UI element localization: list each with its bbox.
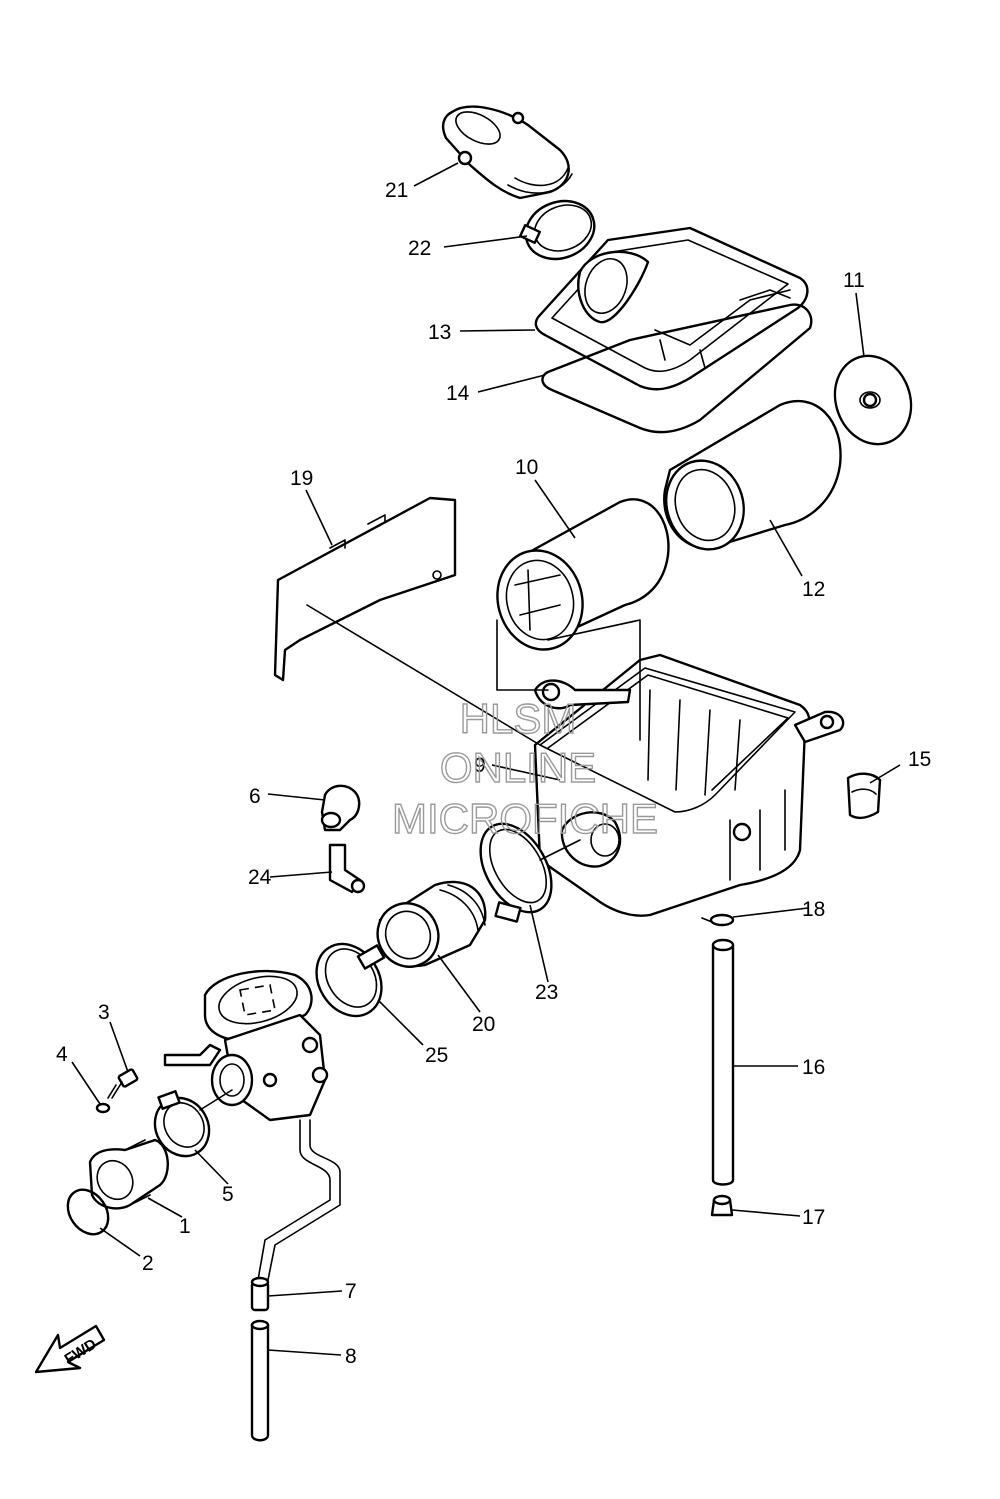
part-number-9: 9: [474, 754, 486, 777]
drain-hose-8-part: [250, 1319, 270, 1442]
drain-plug-17-part: [710, 1194, 734, 1217]
airbox-clamp-part: [479, 822, 553, 923]
part-number-20: 20: [472, 1013, 495, 1036]
part-number-13: 13: [428, 321, 451, 344]
hose-fitting-part: [328, 843, 366, 894]
heat-shield-part: [273, 496, 457, 682]
part-number-12: 12: [802, 578, 825, 601]
airbox-gasket-part: [541, 303, 813, 434]
carburetor-clamp-part: [153, 1090, 211, 1158]
part-number-4: 4: [56, 1043, 68, 1066]
part-number-6: 6: [249, 785, 261, 808]
part-number-labels: 1 2 3 4 5 6 7 8 9 10 11 12 13 14 15 16 1…: [56, 179, 931, 1368]
part-number-15: 15: [908, 748, 931, 771]
intake-manifold-part: [88, 1138, 169, 1210]
part-number-18: 18: [802, 898, 825, 921]
part-number-17: 17: [802, 1206, 825, 1229]
carburetor-joint-part: [376, 880, 487, 968]
part-number-2: 2: [142, 1252, 154, 1275]
clip-part: [846, 772, 882, 820]
filter-end-cap-part: [833, 354, 913, 446]
outer-filter-element-part: [663, 399, 842, 551]
part-number-22: 22: [408, 237, 431, 260]
o-ring-part: [66, 1188, 110, 1236]
air-box-part: [533, 653, 845, 917]
leader-lines: [71, 162, 901, 1356]
forward-arrow-icon: FWD: [34, 1324, 106, 1374]
intake-clamp-part: [519, 199, 596, 261]
watermark: HLSM ONLINE MICROFICHE: [391, 694, 658, 842]
watermark-line-3: MICROFICHE: [392, 795, 658, 842]
inner-filter-element-part: [496, 498, 670, 651]
drain-hose-16-part: [711, 938, 735, 1186]
part-number-14: 14: [446, 382, 470, 405]
carburetor-vent-hose: [257, 1119, 341, 1281]
hose-clip-18-part: [701, 913, 735, 927]
part-number-1: 1: [179, 1215, 191, 1238]
washer-part: [95, 1102, 111, 1114]
part-number-25: 25: [425, 1044, 448, 1067]
part-number-16: 16: [802, 1056, 825, 1079]
part-number-5: 5: [222, 1183, 234, 1206]
watermark-line-1: HLSM: [460, 695, 577, 742]
part-number-19: 19: [290, 467, 313, 490]
part-number-10: 10: [515, 456, 538, 479]
joint-clamp-part: [315, 942, 386, 1018]
part-number-24: 24: [248, 866, 272, 889]
breather-elbow-part: [320, 784, 361, 832]
watermark-line-2: ONLINE: [440, 744, 596, 791]
screw-part: [107, 1068, 139, 1099]
part-number-7: 7: [345, 1280, 357, 1303]
part-number-21: 21: [385, 179, 408, 202]
hose-fitting-7-part: [250, 1276, 270, 1312]
part-number-8: 8: [345, 1345, 357, 1368]
part-number-3: 3: [98, 1001, 110, 1024]
airbox-cover-part: [534, 226, 809, 391]
part-number-11: 11: [843, 269, 865, 292]
part-number-23: 23: [535, 981, 558, 1004]
carburetor-assembly: [163, 969, 329, 1122]
intake-duct-part: [441, 105, 573, 200]
